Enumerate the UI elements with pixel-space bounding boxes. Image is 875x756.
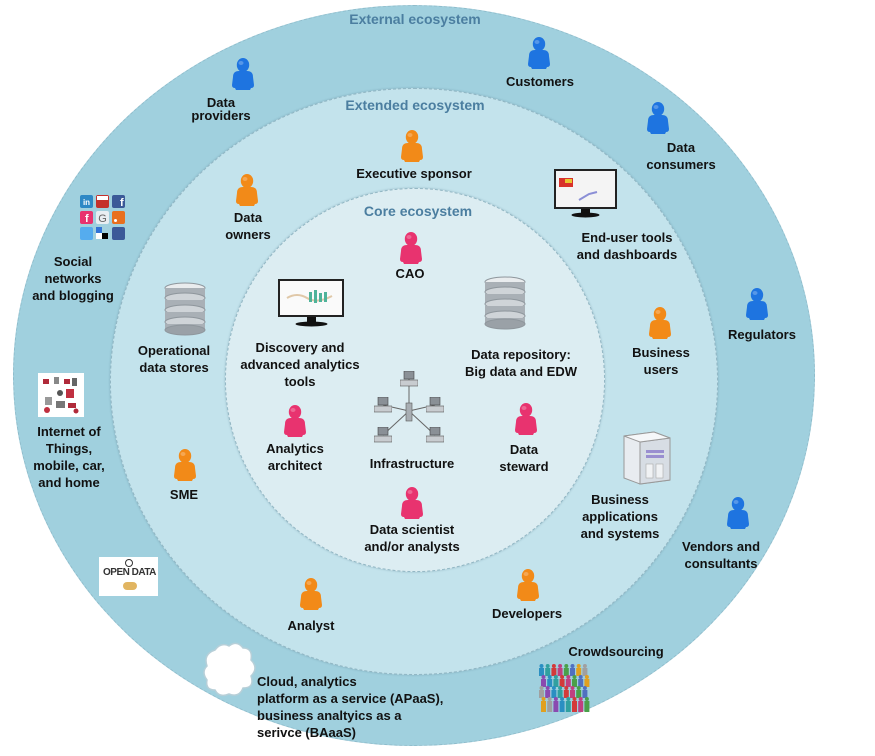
dashboard-monitor-icon <box>554 169 617 218</box>
data-consumers-label: Data consumers <box>646 140 716 172</box>
crowdsourcing-label: Crowdsourcing <box>568 644 664 659</box>
crowd-person-icon <box>545 664 551 676</box>
crowd-person-icon <box>559 697 565 712</box>
crowd-person-icon <box>539 664 544 676</box>
crowd-person-icon <box>570 664 575 676</box>
operational-database-icon <box>162 282 208 336</box>
discovery-tools-label: Discovery and advanced analytics tools <box>240 340 360 389</box>
operational-stores-label: Operational data stores <box>137 343 211 375</box>
analytics-architect-person-icon <box>282 404 308 438</box>
data-owners-person-icon <box>234 173 260 207</box>
crowd-person-icon <box>572 675 577 687</box>
developers-person-icon <box>515 568 541 602</box>
business-users-label: Business users <box>632 345 690 377</box>
crowd-person-icon <box>551 686 557 698</box>
svg-text:G: G <box>98 213 107 225</box>
crowd-person-icon <box>565 697 571 712</box>
crowd-person-icon <box>545 686 551 698</box>
customers-label: Customers <box>506 74 574 89</box>
executive-sponsor-person-icon <box>399 129 425 163</box>
crowd-person-icon <box>557 664 563 676</box>
crowd-person-icon <box>547 675 553 687</box>
crowd-person-icon <box>553 697 559 712</box>
crowd-person-icon <box>572 697 577 712</box>
developers-label: Developers <box>491 606 563 621</box>
crowd-person-icon <box>559 675 565 687</box>
regulators-person-icon <box>744 287 770 321</box>
crowd-person-icon <box>547 697 553 712</box>
data-steward-label: Data steward <box>499 442 549 474</box>
data-owners-label: Data owners <box>225 210 271 242</box>
vendors-person-icon <box>725 496 751 530</box>
crowd-icon <box>539 664 590 712</box>
cao-label: CAO <box>395 266 425 281</box>
iot-label: Internet of Things, mobile, car, and hom… <box>33 424 105 490</box>
cao-person-icon <box>398 231 424 265</box>
crowd-person-icon <box>565 675 571 687</box>
data-scientist-label: Data scientist and/or analysts <box>364 522 460 554</box>
crowd-person-icon <box>563 686 569 698</box>
network-computer-icon <box>374 397 392 413</box>
analyst-label: Analyst <box>287 618 335 633</box>
crowd-person-icon <box>576 686 582 698</box>
infrastructure-label: Infrastructure <box>369 456 455 471</box>
crowd-person-icon <box>582 664 588 676</box>
social-networks-label: Social networks and blogging <box>32 254 114 303</box>
crowd-person-icon <box>551 664 557 676</box>
data-consumers-person-icon <box>645 101 671 135</box>
data-providers-person-icon <box>230 57 256 91</box>
crowd-person-icon <box>582 686 588 698</box>
vendors-label: Vendors and consultants <box>681 539 761 571</box>
data-providers-label: Data providers <box>191 95 251 123</box>
crowd-person-icon <box>570 686 575 698</box>
customers-person-icon <box>526 36 552 70</box>
crowd-person-icon <box>553 675 559 687</box>
analyst-person-icon <box>298 577 324 611</box>
sme-label: SME <box>169 487 199 502</box>
data-steward-person-icon <box>513 402 539 436</box>
social-media-icons: in f f G <box>80 195 125 240</box>
end-user-tools-label: End-user tools and dashboards <box>576 230 678 262</box>
svg-text:in: in <box>83 198 90 207</box>
executive-sponsor-label: Executive sponsor <box>356 166 472 181</box>
crowd-person-icon <box>584 675 590 687</box>
crowd-person-icon <box>541 675 546 687</box>
crowd-person-icon <box>578 697 584 712</box>
business-users-person-icon <box>647 306 673 340</box>
crowd-person-icon <box>563 664 569 676</box>
network-computer-icon <box>426 397 444 413</box>
core-ecosystem-title: Core ecosystem <box>363 203 473 219</box>
crowd-person-icon <box>578 675 584 687</box>
extended-ecosystem-title: Extended ecosystem <box>345 97 485 113</box>
svg-text:f: f <box>120 197 124 209</box>
crowd-person-icon <box>557 686 563 698</box>
cloud-icon <box>203 642 256 697</box>
crowd-person-icon <box>576 664 582 676</box>
open-data-logo: OPEN DATA <box>99 557 158 596</box>
iot-devices-icon <box>38 373 84 417</box>
crowd-person-icon <box>584 697 590 712</box>
business-apps-label: Business applications and systems <box>580 492 660 541</box>
analytics-architect-label: Analytics architect <box>266 441 324 473</box>
data-repository-label: Data repository: Big data and EDW <box>465 347 577 379</box>
data-scientist-person-icon <box>399 486 425 520</box>
crowd-person-icon <box>541 697 546 712</box>
cloud-label: Cloud, analytics platform as a service (… <box>257 674 444 740</box>
network-infrastructure-icon <box>374 371 444 443</box>
data-repository-database-icon <box>482 276 528 330</box>
network-computer-icon <box>400 371 418 387</box>
analytics-monitor-icon <box>278 279 344 327</box>
regulators-label: Regulators <box>728 327 796 342</box>
svg-text:f: f <box>85 213 89 225</box>
server-icon <box>623 431 671 485</box>
sme-person-icon <box>172 448 198 482</box>
external-ecosystem-title: External ecosystem <box>349 11 481 27</box>
crowd-person-icon <box>539 686 544 698</box>
